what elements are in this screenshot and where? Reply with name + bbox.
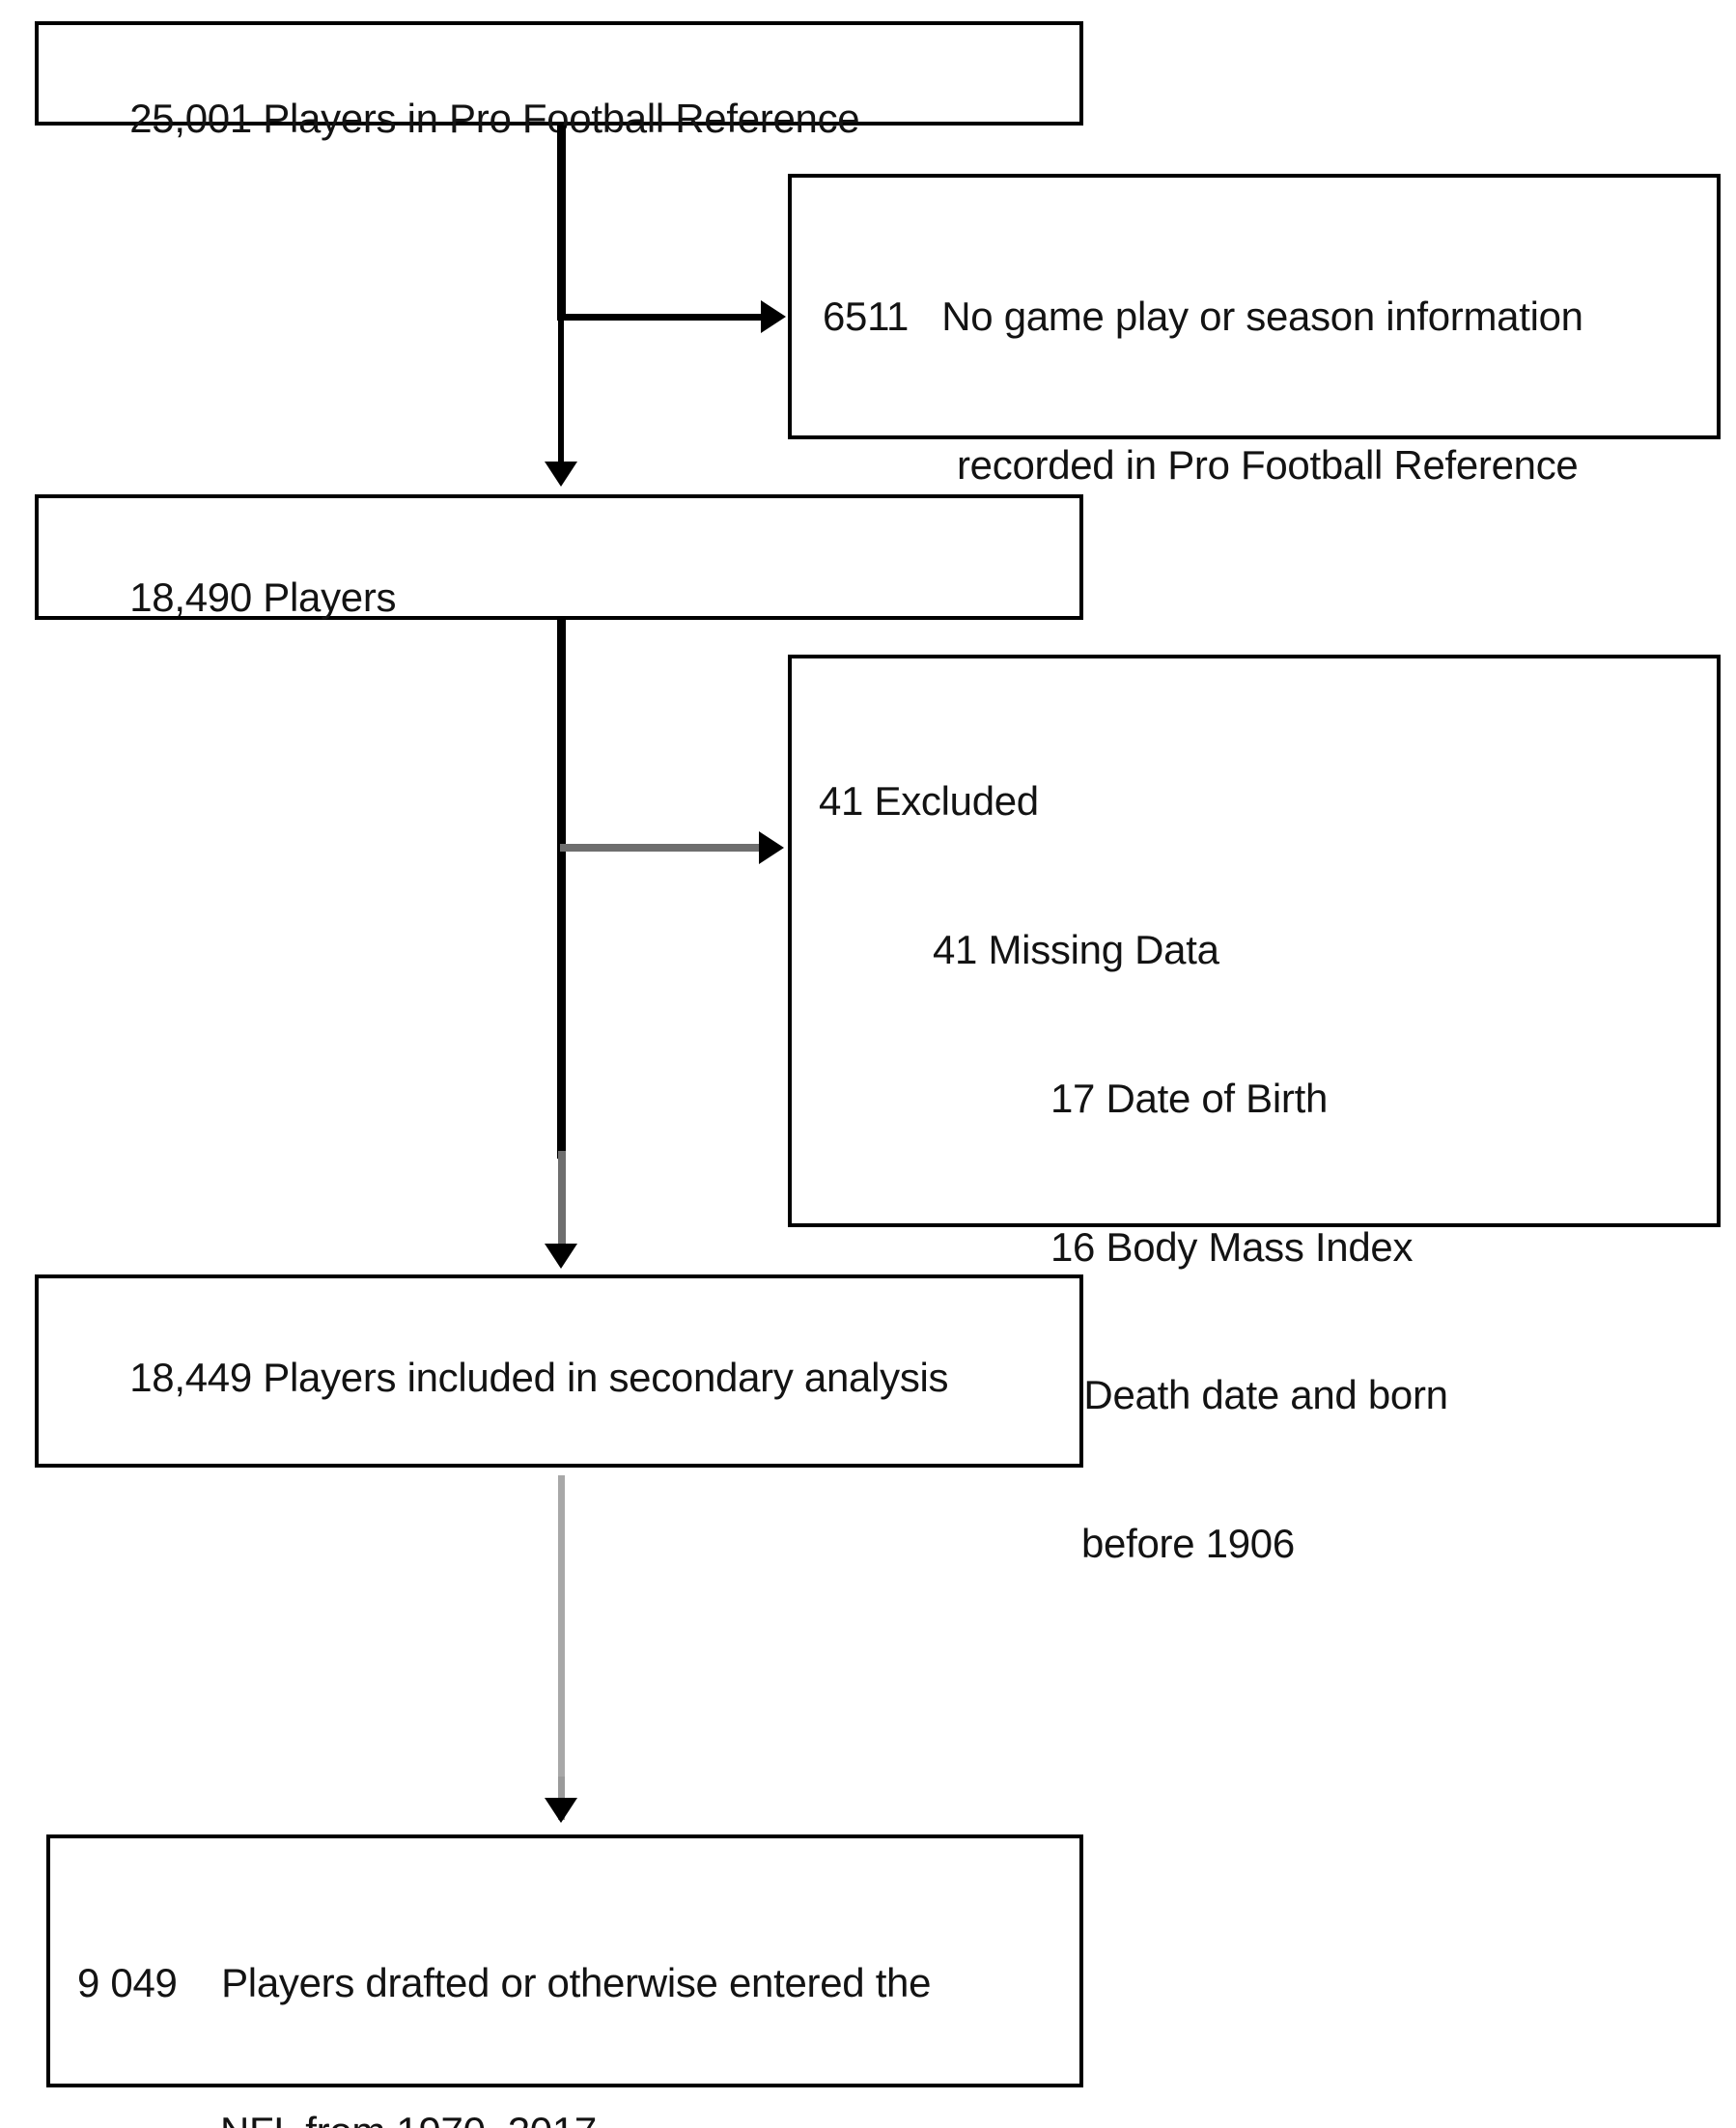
arrowhead-to-players-remaining [545,462,577,487]
arrowhead-to-secondary-analysis [545,1244,577,1269]
connector-branch-to-excluded [560,844,763,852]
connector-stem-2-down [558,1151,566,1249]
node-players-remaining-count: 18,490 [129,574,252,621]
node-secondary-analysis-label: Players included in secondary analysis [263,1355,949,1401]
node-secondary-analysis-text: 18,449 Players included in secondary ana… [64,1303,1066,1452]
node-players-remaining-label: Players [263,574,397,621]
excluded-line-date-of-birth: 17 Date of Birth [1050,1075,1329,1121]
node-drafted-players-count: 9 049 [77,1960,178,2006]
excluded-line-before-1906: before 1906 [1081,1520,1295,1566]
arrowhead-to-drafted-players [545,1798,577,1823]
arrowhead-to-excluded [759,831,784,864]
node-secondary-analysis: 18,449 Players included in secondary ana… [35,1274,1083,1468]
node-total-players-text: 25,001 Players in Pro Football Reference [64,44,1066,193]
excluded-line-total: 41 Excluded [819,778,1039,825]
node-excluded-no-gameplay: 6511 No game play or season information … [788,174,1721,488]
connector-stem-1 [557,126,566,321]
connector-stem-3 [558,1475,565,1794]
node-drafted-players: 9 049 Players drafted or otherwise enter… [46,1834,1083,2128]
connector-stem-2 [557,620,566,1159]
node-excluded-missing-data-text: 41 Excluded 41 Missing Data 17 Date of B… [819,678,1703,1667]
node-excluded-no-gameplay-text: 6511 No game play or season information … [823,193,1703,589]
arrowhead-to-no-gameplay [761,300,786,333]
node-players-remaining-text: 18,490 Players [64,523,1066,672]
excluded-line-missing-data: 41 Missing Data [933,927,1219,973]
node-excluded-missing-data: 41 Excluded 41 Missing Data 17 Date of B… [788,655,1721,1566]
node-drafted-players-line2: NFL from 1970–2017. [77,2107,1066,2128]
node-players-remaining: 18,490 Players [35,494,1083,620]
node-total-players-label: Players in Pro Football Reference [263,96,860,142]
connector-stem-1-down [558,319,564,465]
node-drafted-players-line1: 9 049 Players drafted or otherwise enter… [77,1958,1066,2007]
node-excluded-no-gameplay-count: 6511 [823,294,910,340]
excluded-line-body-mass-index: 16 Body Mass Index [1050,1223,1414,1270]
node-drafted-players-text: 9 049 Players drafted or otherwise enter… [77,1860,1066,2128]
node-excluded-no-gameplay-line2: recorded in Pro Football Reference [957,442,1579,489]
connector-branch-to-no-gameplay [557,314,765,321]
node-secondary-analysis-count: 18,449 [129,1355,252,1401]
node-excluded-no-gameplay-line1: 6511 No game play or season information [823,292,1703,341]
node-total-players: 25,001 Players in Pro Football Reference [35,21,1083,141]
node-total-players-count: 25,001 [129,96,252,142]
